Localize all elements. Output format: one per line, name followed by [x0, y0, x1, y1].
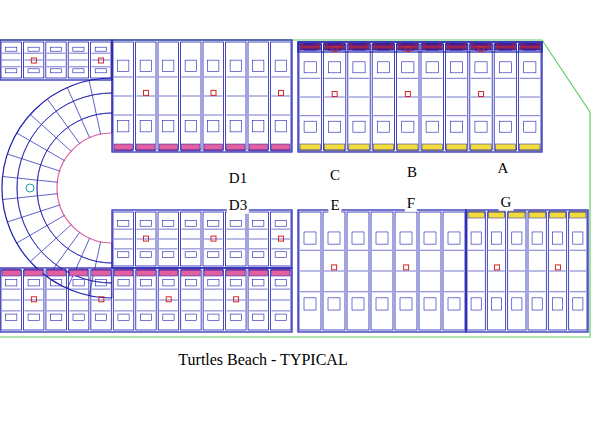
block-label: C — [328, 167, 342, 184]
block-label: B — [405, 164, 419, 181]
site-boundary — [0, 40, 590, 337]
block-label: G — [499, 194, 514, 211]
block-label: E — [328, 197, 341, 214]
block-label: A — [496, 160, 511, 177]
block-label: F — [405, 195, 417, 212]
caption: Turtles Beach - TYPICAL — [176, 351, 349, 369]
building-blocks — [0, 40, 588, 332]
block-label: D3 — [227, 197, 249, 214]
block-label: D1 — [227, 170, 249, 187]
